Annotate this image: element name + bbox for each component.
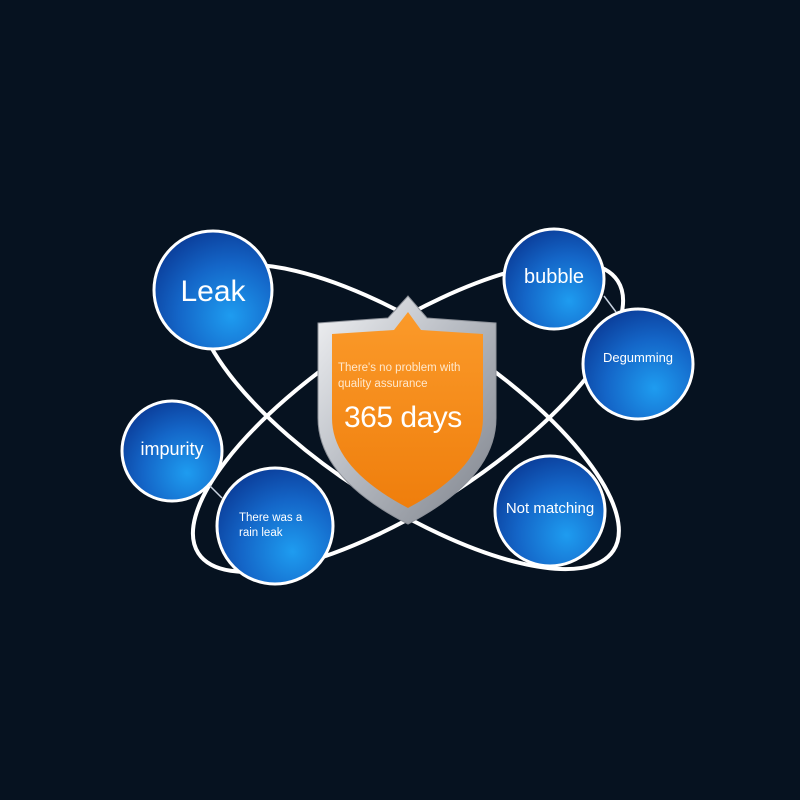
shield-badge	[317, 295, 497, 525]
shield-subtitle: There's no problem with quality assuranc…	[338, 360, 478, 392]
bubble-not-matching	[493, 454, 607, 568]
bubble-bubble	[502, 227, 606, 331]
shield-headline: 365 days	[344, 401, 462, 434]
bubble-leak	[152, 229, 274, 351]
bubble-rain-leak	[215, 466, 335, 586]
bubble-degumming	[581, 307, 695, 421]
bubble-impurity	[120, 399, 224, 503]
shield-subtitle-line-1: There's no problem with	[338, 362, 461, 374]
connector-bubble-degumming	[603, 295, 617, 313]
connector-impurity-rainleak	[207, 483, 223, 499]
shield-orange-face	[332, 312, 483, 508]
bubbles	[120, 227, 695, 586]
shield-subtitle-line-2: quality assurance	[338, 378, 428, 390]
connector-lines	[207, 295, 617, 499]
